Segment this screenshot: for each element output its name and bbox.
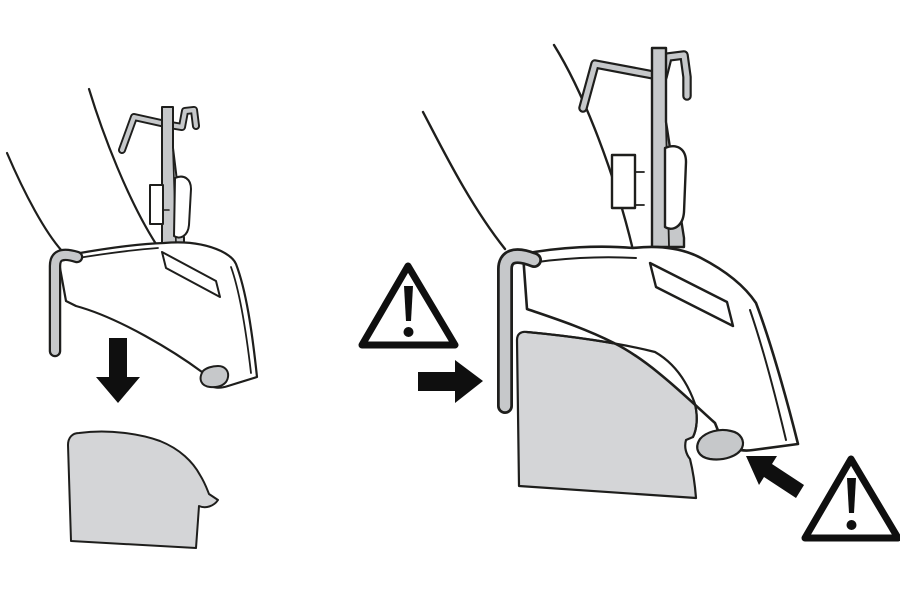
right-arrow-icon bbox=[418, 360, 483, 403]
clamp-claw bbox=[663, 145, 688, 230]
down-arrow-icon bbox=[96, 338, 140, 403]
mounting-plate bbox=[610, 153, 637, 210]
caution-foot-hook bbox=[746, 455, 900, 542]
panel-bracket-above-pad bbox=[5, 87, 259, 549]
bracket-slot bbox=[648, 261, 735, 328]
frame-strap bbox=[497, 248, 542, 414]
exclamation-dot bbox=[403, 327, 414, 337]
bracket-slot bbox=[161, 251, 221, 298]
exclamation-dot bbox=[846, 520, 857, 530]
bracket-foot-cap bbox=[199, 365, 230, 389]
tension-rod-core bbox=[119, 107, 199, 153]
frame-strap bbox=[48, 248, 84, 358]
mounting-plate-ticks bbox=[634, 171, 645, 206]
frame-strap-core bbox=[51, 250, 81, 355]
door-frame-outer-line bbox=[421, 110, 507, 251]
pad-front-edge bbox=[525, 330, 698, 439]
bracket-edge-line bbox=[749, 309, 787, 441]
bracket-foot-cap bbox=[696, 428, 745, 461]
tension-rod bbox=[118, 106, 200, 154]
clamp-bracket bbox=[56, 241, 259, 389]
rubber-pad bbox=[67, 430, 219, 549]
panel-bracket-fitted bbox=[358, 43, 900, 542]
clamp-bracket bbox=[521, 245, 800, 452]
caution-strap bbox=[358, 262, 483, 403]
clamp-claw bbox=[173, 175, 192, 239]
door-frame-outer-line bbox=[5, 151, 64, 253]
exclamation-bar bbox=[847, 478, 856, 513]
exclamation-bar bbox=[404, 286, 413, 321]
bracket-edge-line bbox=[230, 266, 252, 374]
up-left-arrow-icon bbox=[746, 456, 804, 498]
tension-rod bbox=[578, 50, 692, 113]
door-frame-inner-line bbox=[87, 87, 158, 246]
mounting-plate bbox=[149, 184, 164, 225]
frame-strap-core bbox=[499, 250, 540, 412]
door-frame-inner-line bbox=[552, 43, 635, 252]
